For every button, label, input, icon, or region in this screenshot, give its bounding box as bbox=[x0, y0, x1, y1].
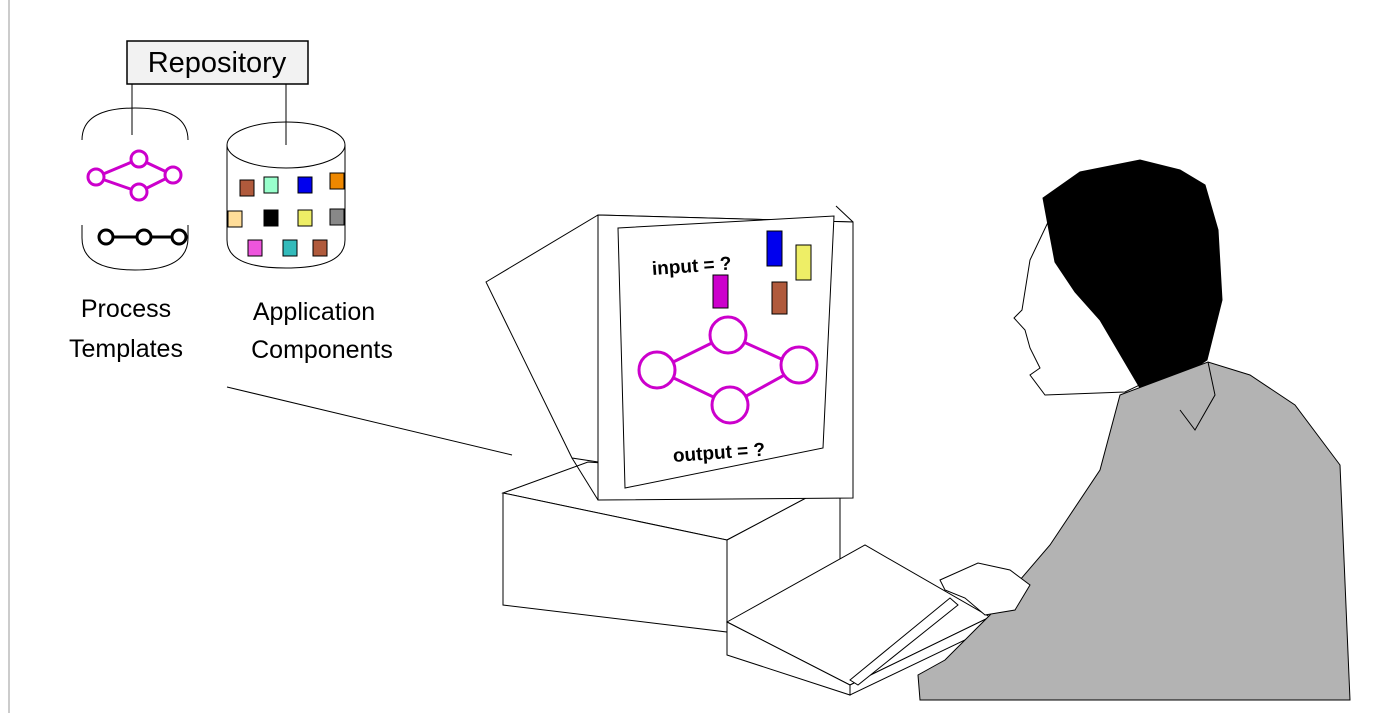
component-block bbox=[771, 281, 788, 315]
component-block bbox=[297, 209, 313, 227]
pointer-line bbox=[226, 386, 513, 456]
linear-template-icon bbox=[97, 228, 188, 246]
person-hand bbox=[939, 562, 1031, 616]
person-collar bbox=[1179, 361, 1216, 431]
person-jacket bbox=[917, 361, 1351, 701]
component-block bbox=[329, 172, 345, 190]
application-components-label-line2: Components bbox=[251, 336, 393, 364]
component-block bbox=[297, 176, 313, 194]
component-block bbox=[312, 239, 328, 257]
component-block bbox=[712, 274, 729, 309]
component-block bbox=[263, 176, 279, 194]
component-block bbox=[282, 239, 298, 257]
component-block bbox=[239, 179, 255, 197]
workflow-template-icon bbox=[86, 149, 183, 202]
process-templates-label-line1: Process bbox=[81, 295, 171, 323]
person-illustration bbox=[917, 159, 1351, 701]
repository-box: Repository bbox=[126, 40, 309, 85]
repository-title: Repository bbox=[148, 47, 287, 79]
application-components-cylinder bbox=[226, 121, 346, 269]
component-block bbox=[247, 239, 263, 257]
component-blocks bbox=[227, 172, 345, 257]
component-block bbox=[766, 230, 783, 267]
component-block bbox=[795, 244, 812, 281]
screen-workflow-icon bbox=[637, 315, 819, 425]
computer-base-unit bbox=[501, 461, 842, 633]
component-block bbox=[227, 210, 243, 228]
component-block bbox=[329, 208, 345, 226]
component-block bbox=[263, 209, 279, 227]
keyboard bbox=[725, 544, 992, 696]
person-hair bbox=[1042, 159, 1223, 396]
process-templates-label-line2: Templates bbox=[69, 335, 183, 363]
process-templates-cylinder bbox=[81, 107, 189, 271]
screen-component-blocks bbox=[712, 230, 812, 315]
application-components-label-line1: Application bbox=[253, 298, 375, 326]
